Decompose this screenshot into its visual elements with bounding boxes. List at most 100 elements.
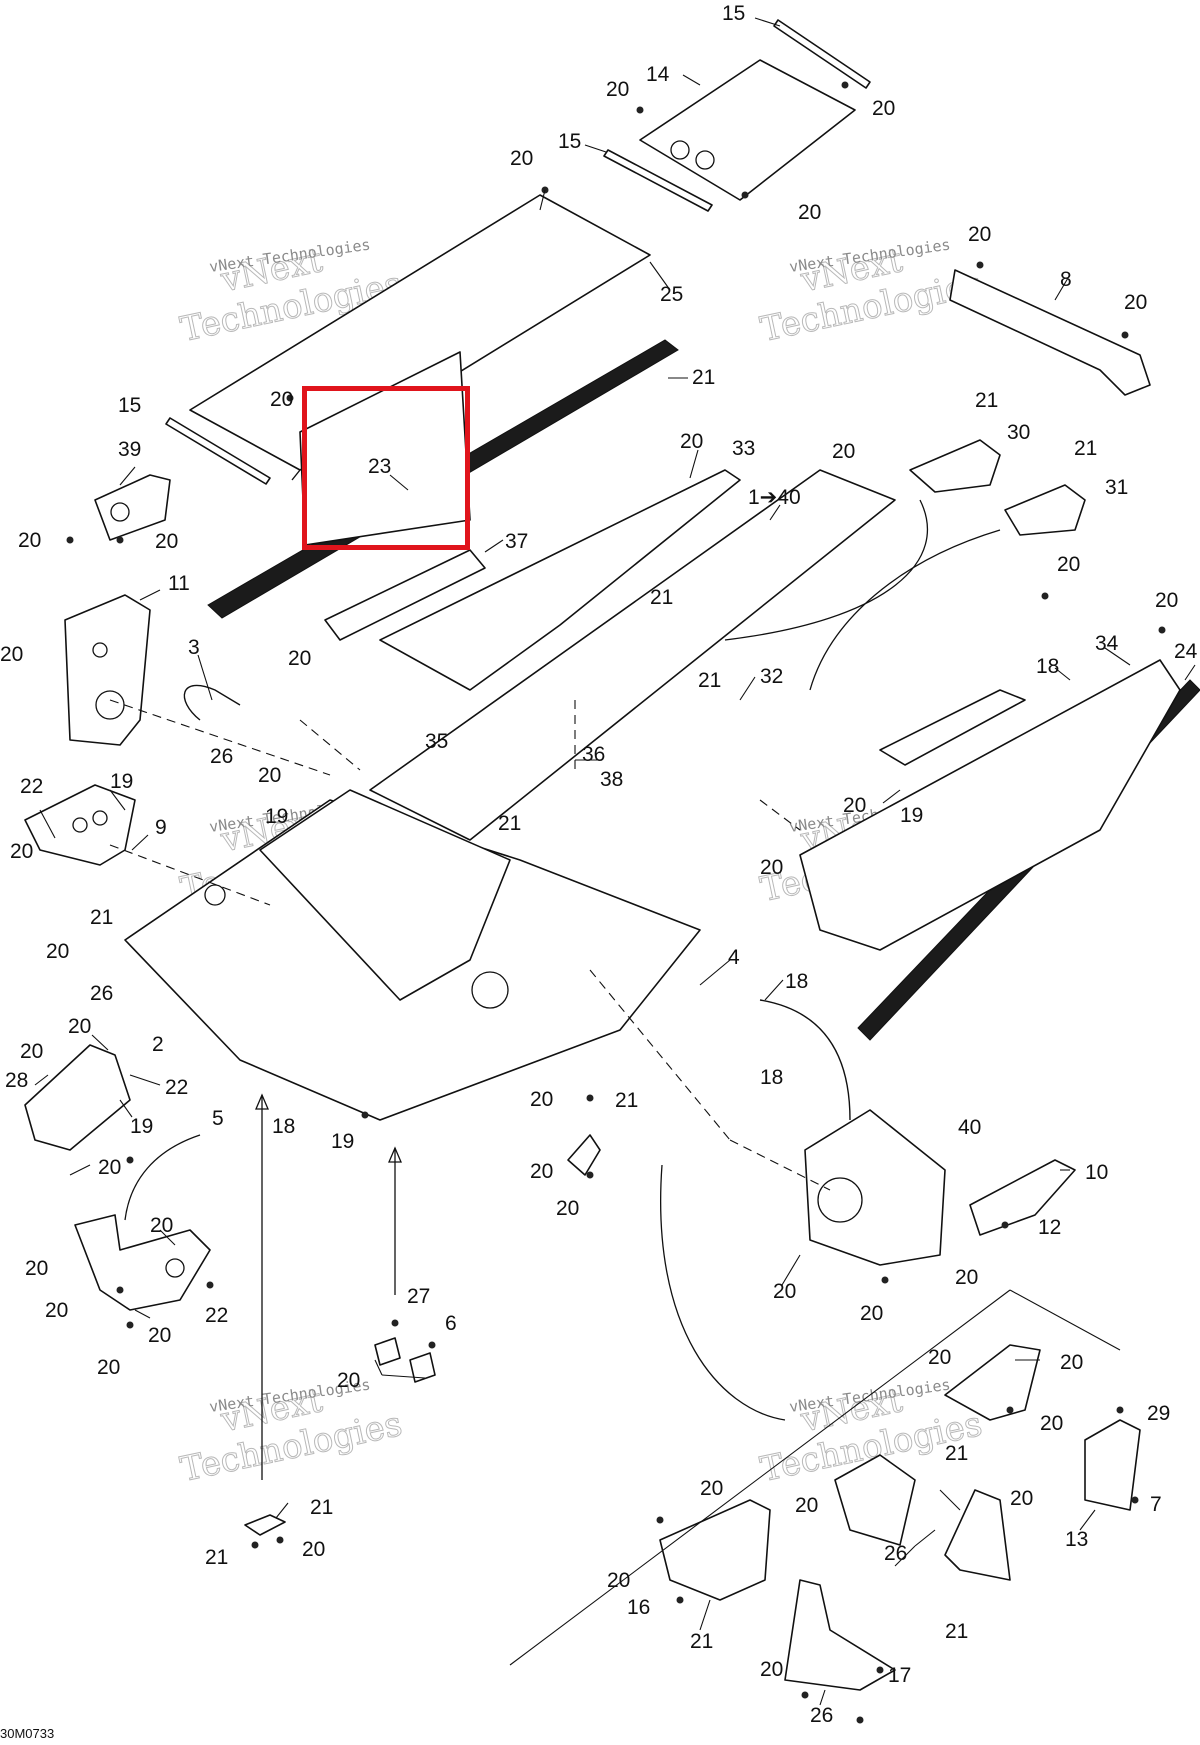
part-cover-14-cap xyxy=(670,140,690,160)
callout-14: 14 xyxy=(646,63,670,86)
part-clip-27 xyxy=(374,1337,401,1366)
part-handle-3 xyxy=(183,684,241,721)
callout-20: 20 xyxy=(155,530,178,553)
callout-20: 26 xyxy=(884,1542,907,1565)
callout-20: 18 xyxy=(272,1115,295,1138)
part-side-plate-33 xyxy=(379,469,741,691)
part-bracket-39 xyxy=(94,474,171,541)
part-chassis-bulkhead xyxy=(259,789,511,1001)
callout-33: 33 xyxy=(732,437,755,460)
callout-20: 20 xyxy=(97,1356,120,1379)
part-bracket-37 xyxy=(324,549,486,641)
callout-20: 6 xyxy=(445,1312,457,1335)
callout-20: 20 xyxy=(680,430,703,453)
part-bracket-31 xyxy=(1004,484,1086,536)
callout-29: 21 xyxy=(945,1442,968,1465)
callout-21: 21 xyxy=(692,366,715,389)
callout-20: 40 xyxy=(958,1116,981,1139)
callout-6: 20 xyxy=(1060,1351,1083,1374)
callout-20: 19 xyxy=(900,804,923,827)
callout-20: 20 xyxy=(860,1302,883,1325)
callout-20: 16 xyxy=(627,1596,650,1619)
callout-3: 3 xyxy=(188,636,200,659)
callout-11: 11 xyxy=(168,572,190,595)
callout-20: 29 xyxy=(1147,1402,1170,1425)
callout-5: 20 xyxy=(530,1160,553,1183)
leader-lines xyxy=(34,17,1196,1706)
callout-20: 20 xyxy=(556,1197,579,1220)
callout-12: 20 xyxy=(773,1280,796,1303)
callout-20: 20 xyxy=(1010,1487,1033,1510)
callout-20: 20 xyxy=(1040,1412,1063,1435)
callout-20: 20 xyxy=(968,223,991,246)
callout-20: 20 xyxy=(955,1266,978,1289)
callout-19: 9 xyxy=(155,816,167,839)
part-bracket-38 xyxy=(879,689,1026,766)
part-tunnel-top xyxy=(369,469,896,841)
part-bracket-29 xyxy=(944,1489,1011,1581)
part-cover-14-cap xyxy=(695,150,715,170)
callout-18: 20 xyxy=(68,1015,91,1038)
part-plate-12 xyxy=(804,1109,946,1266)
callout-20: 20 xyxy=(928,1346,951,1369)
callout-21: 20 xyxy=(760,1658,783,1681)
callout-30: 30 xyxy=(1007,421,1030,444)
part-bracket-16 xyxy=(659,1499,771,1601)
callout-19: 20 xyxy=(98,1156,121,1179)
callout-20: 26 xyxy=(90,982,113,1005)
callout-22: 19 xyxy=(130,1115,153,1138)
callout-26: 20 xyxy=(607,1569,630,1592)
callout-20: 7 xyxy=(1150,1493,1162,1516)
callout-20: 19 xyxy=(331,1130,354,1153)
part-side-34 xyxy=(799,659,1181,951)
callout-37: 37 xyxy=(505,530,528,553)
callout-20: 20 xyxy=(288,647,311,670)
part-cover-14 xyxy=(639,59,856,201)
callout-20: 20 xyxy=(832,440,855,463)
highlight-box xyxy=(302,386,470,550)
part-bracket-6 xyxy=(944,1344,1041,1421)
callout-8: 8 xyxy=(1060,268,1072,291)
part-bracket-17 xyxy=(784,1579,896,1691)
callout-15: 15 xyxy=(722,2,745,25)
part-bracket-7 xyxy=(1084,1419,1141,1511)
callout-20: 18 xyxy=(1036,655,1059,678)
callout-21: 20 xyxy=(760,856,783,879)
callout-20: 12 xyxy=(1038,1216,1061,1239)
part-handle-4 xyxy=(759,999,851,1121)
callout-25: 25 xyxy=(660,283,683,306)
part-bracket-29b xyxy=(834,1454,916,1546)
part-rail-15-middle xyxy=(603,149,713,212)
callout-26: 4 xyxy=(728,946,740,969)
callout-15: 15 xyxy=(118,394,141,417)
callout-26: 20 xyxy=(258,764,281,787)
callout-19: 20 xyxy=(46,940,69,963)
callout-4: 18 xyxy=(785,970,808,993)
callout-21: 21 xyxy=(205,1546,228,1569)
callout-21: 21 xyxy=(1074,437,1097,460)
part-bracket-40 xyxy=(969,1159,1076,1236)
callout-20: 20 xyxy=(606,78,629,101)
callout-36: 38 xyxy=(600,768,623,791)
callout-27: 20 xyxy=(337,1369,360,1392)
callout-35: 36 xyxy=(582,743,605,766)
callout-20: 27 xyxy=(407,1285,430,1308)
reference-code: 30M0733 xyxy=(0,1726,55,1741)
parts xyxy=(24,19,1200,1724)
part-bracket-10 xyxy=(74,1214,211,1311)
callout-20: 20 xyxy=(510,147,533,170)
callout-13: 21 xyxy=(310,1496,333,1519)
callout-16: 21 xyxy=(690,1630,713,1653)
callout-21: 21 xyxy=(650,586,673,609)
callout-15: 15 xyxy=(558,130,581,153)
callout-22: 20 xyxy=(148,1324,171,1347)
callout-20: 20 xyxy=(25,1257,48,1280)
callout-40: 10 xyxy=(1085,1161,1108,1184)
callout-20: 20 xyxy=(45,1299,68,1322)
callout-21: 20 xyxy=(302,1538,325,1561)
callout-34: 34 xyxy=(1095,632,1119,655)
callout-31: 31 xyxy=(1105,476,1128,499)
callout-20: 19 xyxy=(265,805,288,828)
part-bracket-8 xyxy=(949,269,1151,396)
